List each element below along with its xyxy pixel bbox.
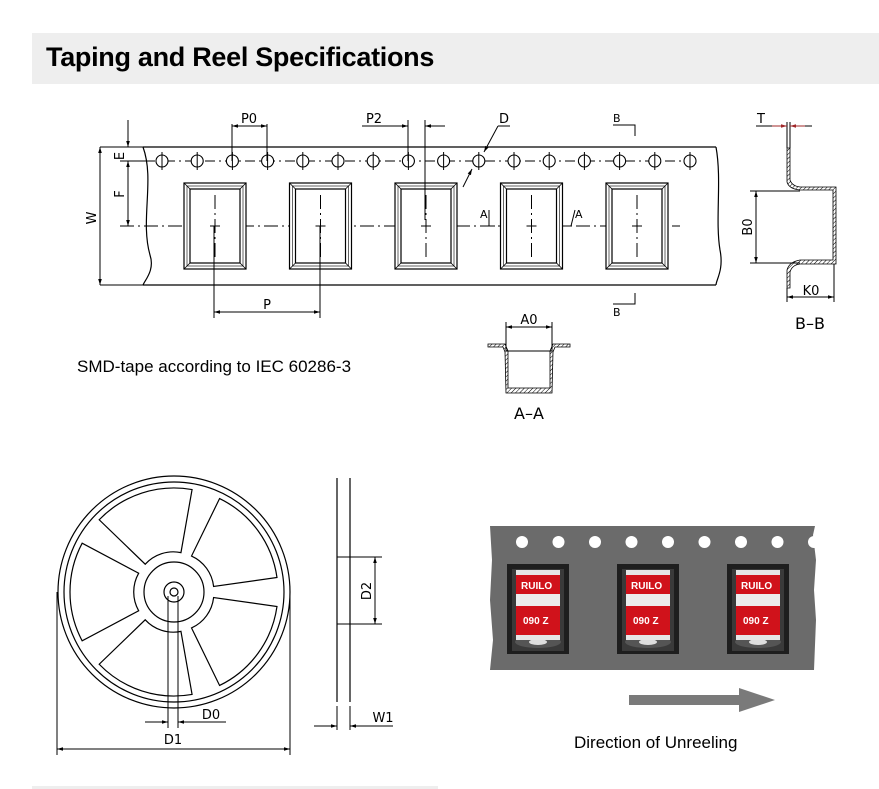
component-brand: RUILO: [631, 581, 662, 592]
pocket: [394, 182, 458, 270]
sprocket-hole: [577, 152, 591, 170]
reel-center-hole: [163, 581, 185, 603]
reel-window: [98, 487, 193, 566]
reel-window: [190, 596, 278, 687]
tape-outline: [142, 146, 722, 286]
photo-caption: Direction of Unreeling: [574, 733, 738, 752]
tape-photo: RUILO 090 Z RUILO 090 Z RUILO 090 Z: [490, 526, 820, 712]
sprocket-hole: [542, 152, 556, 170]
page-title: Taping and Reel Specifications: [46, 42, 435, 72]
component-code: 090 Z: [633, 616, 659, 627]
unreel-direction-arrow: [629, 688, 775, 712]
sprocket-hole: [366, 152, 380, 170]
dim-label-a0: A0: [520, 313, 537, 328]
reel-side-view: [336, 478, 351, 702]
sprocket-hole: [437, 152, 451, 170]
sprocket-hole: [648, 152, 662, 170]
sprocket-hole: [190, 152, 204, 170]
reel-window: [98, 618, 193, 697]
photo-sprocket-hole: [698, 536, 711, 548]
pocket: [183, 182, 247, 270]
dim-label-p2: P2: [366, 112, 382, 127]
photo-sprocket-hole: [589, 536, 601, 548]
reel-window: [190, 497, 278, 588]
reel-hub: [143, 561, 205, 623]
dim-label-f: F: [113, 190, 128, 197]
component-code: 090 Z: [523, 616, 549, 627]
dim-label-d: D: [499, 112, 509, 127]
sprocket-hole: [472, 152, 486, 170]
section-b-marker-bottom: B: [613, 306, 621, 319]
section-bb-title: B–B: [795, 314, 825, 333]
section-a-marker-left: A: [480, 208, 488, 221]
dim-label-t: T: [756, 112, 765, 127]
pocket: [499, 182, 564, 270]
pocket: [605, 182, 669, 270]
sprocket-holes: [155, 152, 697, 170]
section-header: Taping and Reel Specifications: [32, 33, 879, 84]
sprocket-hole: [613, 152, 627, 170]
photo-sprocket-hole: [808, 536, 820, 548]
component-in-pocket: RUILO 090 Z: [507, 564, 569, 654]
dim-label-p0: P0: [241, 112, 257, 127]
dim-label-w: W: [85, 211, 100, 224]
photo-sprocket-hole: [625, 536, 638, 548]
pockets: [183, 182, 669, 270]
sprocket-hole: [261, 152, 275, 170]
footer-bar: [32, 786, 438, 789]
sprocket-hole: [683, 152, 697, 170]
component-brand: RUILO: [741, 581, 772, 592]
section-aa-drawing: A0 A–A: [487, 313, 571, 423]
dim-label-w1: W1: [372, 711, 393, 726]
component-brand: RUILO: [521, 581, 552, 592]
section-aa-title: A–A: [514, 404, 544, 423]
component-code: 090 Z: [743, 616, 769, 627]
photo-sprocket-hole: [662, 536, 674, 548]
sprocket-hole: [296, 152, 310, 170]
photo-sprocket-hole: [516, 536, 528, 548]
section-bb-drawing: T B0 K0 B–B: [741, 112, 837, 333]
dim-label-p: P: [263, 298, 271, 313]
component-in-pocket: RUILO 090 Z: [617, 564, 679, 654]
photo-sprocket-hole: [771, 536, 784, 548]
component-in-pocket: RUILO 090 Z: [727, 564, 789, 654]
sprocket-hole: [155, 152, 169, 170]
reel-window: [69, 542, 140, 642]
dim-label-d1: D1: [164, 733, 182, 748]
section-a-marker-right: A: [575, 208, 583, 221]
photo-sprocket-hole: [552, 536, 565, 548]
dim-label-b0: B0: [741, 218, 756, 235]
section-b-marker-top: B: [613, 112, 621, 125]
reel-outer-rim: [57, 475, 291, 709]
dim-label-e: E: [113, 152, 128, 160]
dim-label-d2: D2: [360, 582, 375, 600]
dim-label-d0: D0: [202, 708, 220, 723]
tape-caption: SMD-tape according to IEC 60286-3: [77, 357, 352, 376]
dim-label-k0: K0: [803, 284, 820, 299]
sprocket-hole: [507, 152, 521, 170]
photo-sprocket-hole: [735, 536, 747, 548]
sprocket-hole: [331, 152, 345, 170]
reel-drawing: [57, 475, 291, 709]
